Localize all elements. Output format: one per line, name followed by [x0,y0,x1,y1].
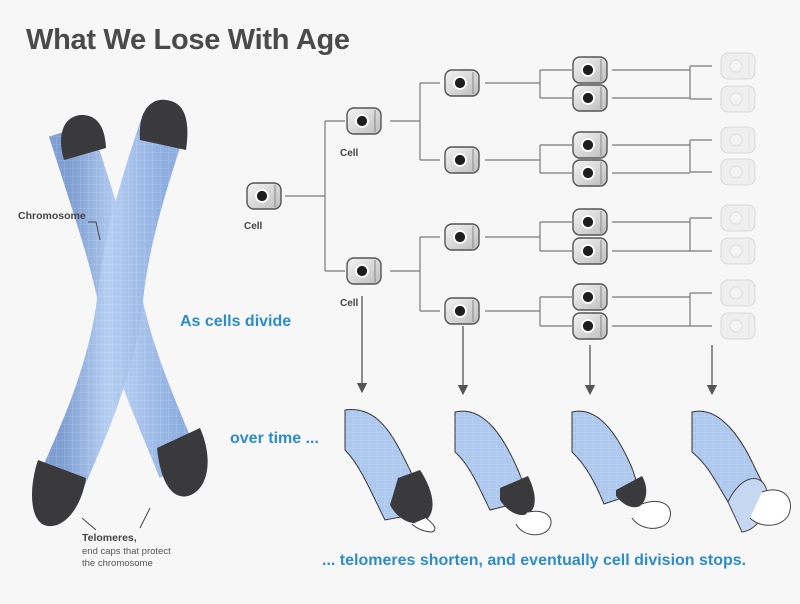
chromosome-segment-4 [691,410,791,533]
cell-icon [572,131,608,159]
faded-cell-icon [720,85,756,113]
cell-icon [346,257,382,285]
cell-icon [444,146,480,174]
cell-icon [572,84,608,112]
telomeres-description-line-1: end caps that protect [82,546,171,557]
cell-icon [246,182,282,210]
faded-cell-icon [720,312,756,340]
faded-cell-icon [720,158,756,186]
telomeres-description-line-2: the chromosome [82,558,153,569]
down-arrows [356,296,718,396]
cell-label-root: Cell [244,221,263,232]
telomere-top-left [61,114,106,160]
faded-cell-icon [720,126,756,154]
faded-cell-icon [720,237,756,265]
telomere-long [390,470,433,524]
telomere-leader-line [81,507,151,531]
cell-icon [572,237,608,265]
conclusion-label: ... telomeres shorten, and eventually ce… [322,552,747,569]
telomere-bottom-left [32,460,86,527]
chromosome-segment-1 [344,409,436,533]
over-time-label: over time ... [230,430,319,447]
cell-icon [572,208,608,236]
telomere-medium [500,476,535,516]
chromosome-segment-2 [454,410,552,536]
cell-icon [444,297,480,325]
cell-icon [346,107,382,135]
cell-label-lower: Cell [340,298,359,309]
cell-icon [572,312,608,340]
chromosome [32,99,208,527]
faded-cell-icon [720,52,756,80]
faded-cell-icon [720,204,756,232]
chromosome-label: Chromosome [18,210,86,222]
cell-label-upper: Cell [340,148,359,159]
chromosome-segments [344,409,791,536]
cell-icon [572,56,608,84]
division-tree-lines [285,65,712,327]
page-title: What We Lose With Age [26,24,350,56]
cells-group [246,52,756,340]
telomere-top-right [139,99,188,150]
telomere-bottom-right [157,428,208,497]
cell-icon [444,223,480,251]
as-cells-divide-label: As cells divide [180,313,292,330]
telomeres-label: Telomeres, [82,532,137,544]
faded-cell-icon [720,279,756,307]
cell-icon [572,283,608,311]
telomere-short [616,476,647,508]
chromosome-leader-line [88,221,101,241]
cell-icon [572,159,608,187]
cell-icon [444,69,480,97]
chromosome-segment-3 [571,410,671,529]
